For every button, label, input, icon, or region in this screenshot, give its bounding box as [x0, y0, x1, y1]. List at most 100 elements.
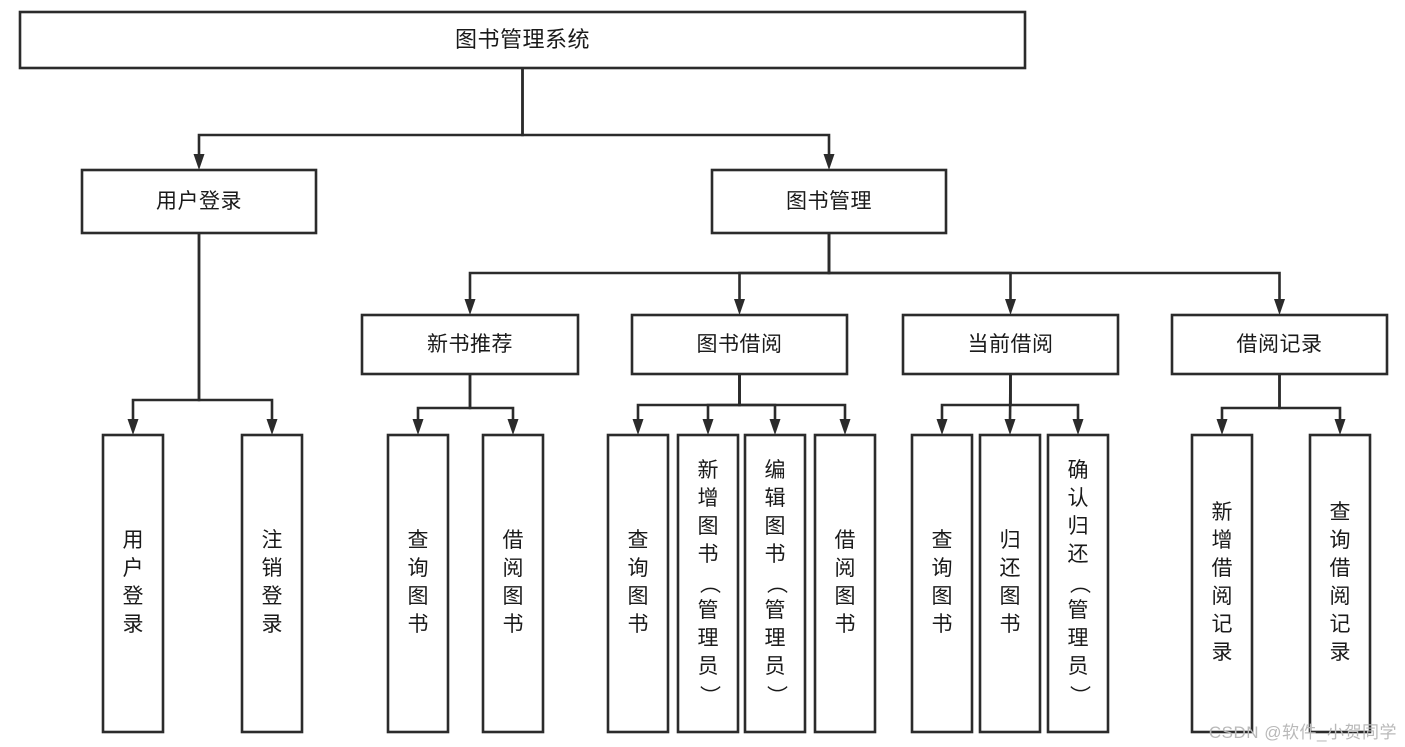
leaf-char: 书 [503, 613, 524, 636]
leaf-char: 借 [1212, 557, 1233, 580]
leaf-char: 阅 [835, 557, 856, 580]
leaf-char: 书 [408, 613, 429, 636]
node-n-book-borrow[interactable]: 图书借阅 [630, 313, 849, 376]
node-label: 图书借阅 [697, 333, 783, 356]
leaf-char: 录 [123, 613, 144, 636]
leaf-char: 询 [408, 557, 429, 580]
leaf-char: 管 [698, 599, 719, 622]
leaf-char: 归 [1000, 529, 1021, 552]
leaf-char: 编 [765, 459, 786, 482]
leaf-char: 管 [765, 599, 786, 622]
leaf-leaf-user-login[interactable]: 用户登录 [101, 433, 165, 734]
connector-n-current-borrow-to-leaf-confirm-return [1009, 374, 1084, 435]
leaf-char: 增 [1212, 529, 1233, 552]
watermark-text: CSDN @软件_小贺同学 [1208, 723, 1397, 742]
leaf-char: 登 [262, 585, 283, 608]
leaf-char: 阅 [1212, 585, 1233, 608]
leaf-char: 书 [835, 613, 856, 636]
leaf-char: 记 [1330, 613, 1351, 636]
leaf-char: 图 [408, 585, 429, 608]
leaf-node-layer: 用户登录注销登录查询图书借阅图书查询图书新增图书（管理员）编辑图书（管理员）借阅… [101, 433, 1372, 734]
node-n-current-borrow[interactable]: 当前借阅 [901, 313, 1120, 376]
connector-n-book-manage-to-n-borrow-record [827, 233, 1285, 315]
leaf-char: 查 [628, 529, 649, 552]
connector-n-new-book-rec-to-leaf-borrow-book-rec [468, 374, 519, 435]
leaf-char: 认 [1068, 487, 1089, 510]
leaf-char: 员 [1068, 655, 1089, 678]
connector-layer [127, 68, 1346, 435]
leaf-char: 录 [1212, 641, 1233, 664]
connector-n-book-manage-to-n-book-borrow [734, 233, 831, 315]
leaf-char: 注 [262, 529, 283, 552]
leaf-char: 书 [765, 543, 786, 566]
leaf-char: 还 [1068, 543, 1089, 566]
leaf-char: 查 [932, 529, 953, 552]
node-n-new-book-rec[interactable]: 新书推荐 [360, 313, 580, 376]
leaf-char: 销 [262, 557, 283, 580]
leaf-char: 图 [698, 515, 719, 538]
connector-root-to-n-book-manage [521, 68, 835, 170]
leaf-char: 询 [628, 557, 649, 580]
node-n-borrow-record[interactable]: 借阅记录 [1170, 313, 1389, 376]
leaf-char: 录 [1330, 641, 1351, 664]
leaf-char: 借 [835, 529, 856, 552]
leaf-char: 辑 [765, 487, 786, 510]
leaf-char: 查 [1330, 501, 1351, 524]
leaf-char: 询 [1330, 529, 1351, 552]
leaf-char: 新 [1212, 501, 1233, 524]
leaf-char: 确 [1068, 459, 1089, 482]
connector-n-current-borrow-to-leaf-query-book-cur [936, 374, 1012, 435]
leaf-char: 图 [628, 585, 649, 608]
leaf-char: 图 [765, 515, 786, 538]
leaf-char: 图 [932, 585, 953, 608]
node-label: 图书管理系统 [455, 27, 590, 52]
leaf-char: 借 [503, 529, 524, 552]
connector-root-to-n-user-login [193, 68, 524, 170]
leaf-char: 查 [408, 529, 429, 552]
node-root[interactable]: 图书管理系统 [18, 10, 1027, 70]
leaf-char: （ [1067, 573, 1090, 594]
node-n-book-manage[interactable]: 图书管理 [710, 168, 948, 235]
leaf-char: 还 [1000, 557, 1021, 580]
leaf-char: 记 [1212, 613, 1233, 636]
leaf-char: 理 [1068, 627, 1089, 650]
leaf-char: 书 [628, 613, 649, 636]
leaf-char: 员 [765, 655, 786, 678]
leaf-char: 理 [698, 627, 719, 650]
leaf-char: 登 [123, 585, 144, 608]
node-label: 借阅记录 [1237, 333, 1323, 356]
leaf-char: 询 [932, 557, 953, 580]
leaf-char: 图 [503, 585, 524, 608]
leaf-char: 归 [1068, 515, 1089, 538]
leaf-char: 用 [123, 529, 144, 552]
leaf-char: ） [1067, 685, 1090, 706]
node-n-user-login[interactable]: 用户登录 [80, 168, 318, 235]
connector-n-user-login-to-leaf-logout [197, 233, 278, 435]
leaf-char: 书 [698, 543, 719, 566]
node-label: 用户登录 [156, 190, 242, 213]
leaf-char: （ [764, 573, 787, 594]
leaf-char: 图 [1000, 585, 1021, 608]
leaf-char: 增 [698, 487, 719, 510]
leaf-char: 阅 [503, 557, 524, 580]
connector-n-borrow-record-to-leaf-query-record [1278, 374, 1346, 435]
node-label: 当前借阅 [968, 333, 1054, 356]
leaf-char: 借 [1330, 557, 1351, 580]
leaf-char: 理 [765, 627, 786, 650]
leaf-char: 图 [835, 585, 856, 608]
leaf-char: 户 [123, 557, 144, 580]
